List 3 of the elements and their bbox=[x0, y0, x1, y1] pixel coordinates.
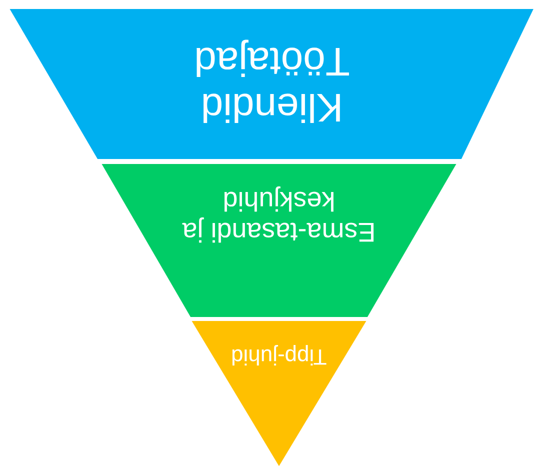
band-label: Kliendid Töötajad bbox=[192, 38, 350, 130]
band-label: Tipp-juhid bbox=[231, 344, 327, 370]
band-label: Esma-tasandi ja keskjuhid bbox=[181, 185, 377, 248]
